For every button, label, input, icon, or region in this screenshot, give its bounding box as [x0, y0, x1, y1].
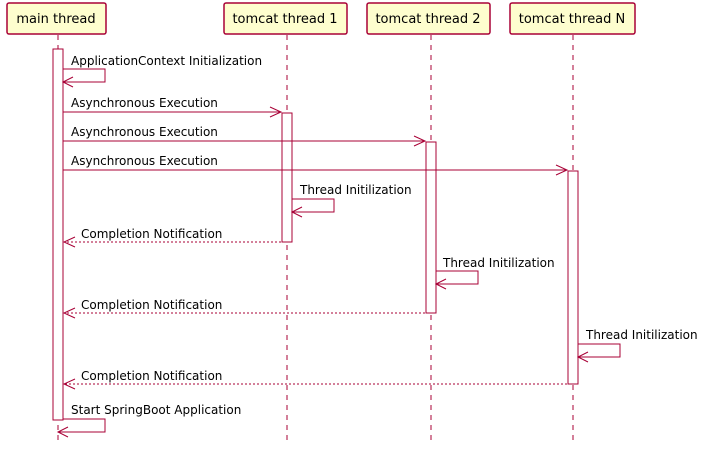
message-async: Asynchronous Execution	[63, 96, 283, 118]
participant-label: tomcat thread 1	[232, 12, 337, 27]
message-self: ApplicationContext Initialization	[61, 54, 262, 88]
activation-main-thread	[52, 48, 64, 421]
message-async: Asynchronous Execution	[63, 125, 427, 147]
messages: ApplicationContext Initialization Asynch…	[56, 54, 698, 438]
participant-tomcat-thread-n: tomcat thread N	[509, 2, 636, 35]
message-label: Completion Notification	[81, 227, 222, 241]
activation-tomcat-thread-2	[425, 141, 437, 314]
participant-main-thread: main thread	[6, 2, 107, 35]
message-self: Thread Initilization	[434, 256, 555, 290]
message-label: Asynchronous Execution	[71, 125, 218, 139]
message-label: Start SpringBoot Application	[71, 403, 241, 417]
participant-label: main thread	[16, 12, 95, 27]
message-label: Thread Initilization	[442, 256, 555, 270]
message-label: Completion Notification	[81, 369, 222, 383]
message-label: ApplicationContext Initialization	[71, 54, 262, 68]
message-label: Completion Notification	[81, 298, 222, 312]
message-return: Completion Notification	[62, 298, 425, 319]
activation-tomcat-thread-n	[567, 170, 579, 385]
message-self: Start SpringBoot Application	[56, 403, 241, 438]
message-label: Asynchronous Execution	[71, 154, 218, 168]
message-return: Completion Notification	[62, 369, 567, 390]
message-label: Thread Initilization	[299, 183, 412, 197]
activation-tomcat-thread-1	[281, 112, 293, 243]
message-label: Asynchronous Execution	[71, 96, 218, 110]
message-return: Completion Notification	[62, 227, 281, 248]
participants: main thread tomcat thread 1 tomcat threa…	[6, 2, 636, 35]
message-self: Thread Initilization	[576, 328, 698, 363]
message-self: Thread Initilization	[290, 183, 412, 218]
message-async: Asynchronous Execution	[63, 154, 569, 176]
participant-tomcat-thread-2: tomcat thread 2	[366, 2, 491, 35]
participant-label: tomcat thread N	[519, 12, 626, 27]
participant-tomcat-thread-1: tomcat thread 1	[223, 2, 348, 35]
participant-label: tomcat thread 2	[375, 12, 480, 27]
activation-bars	[52, 48, 579, 421]
message-label: Thread Initilization	[585, 328, 698, 342]
